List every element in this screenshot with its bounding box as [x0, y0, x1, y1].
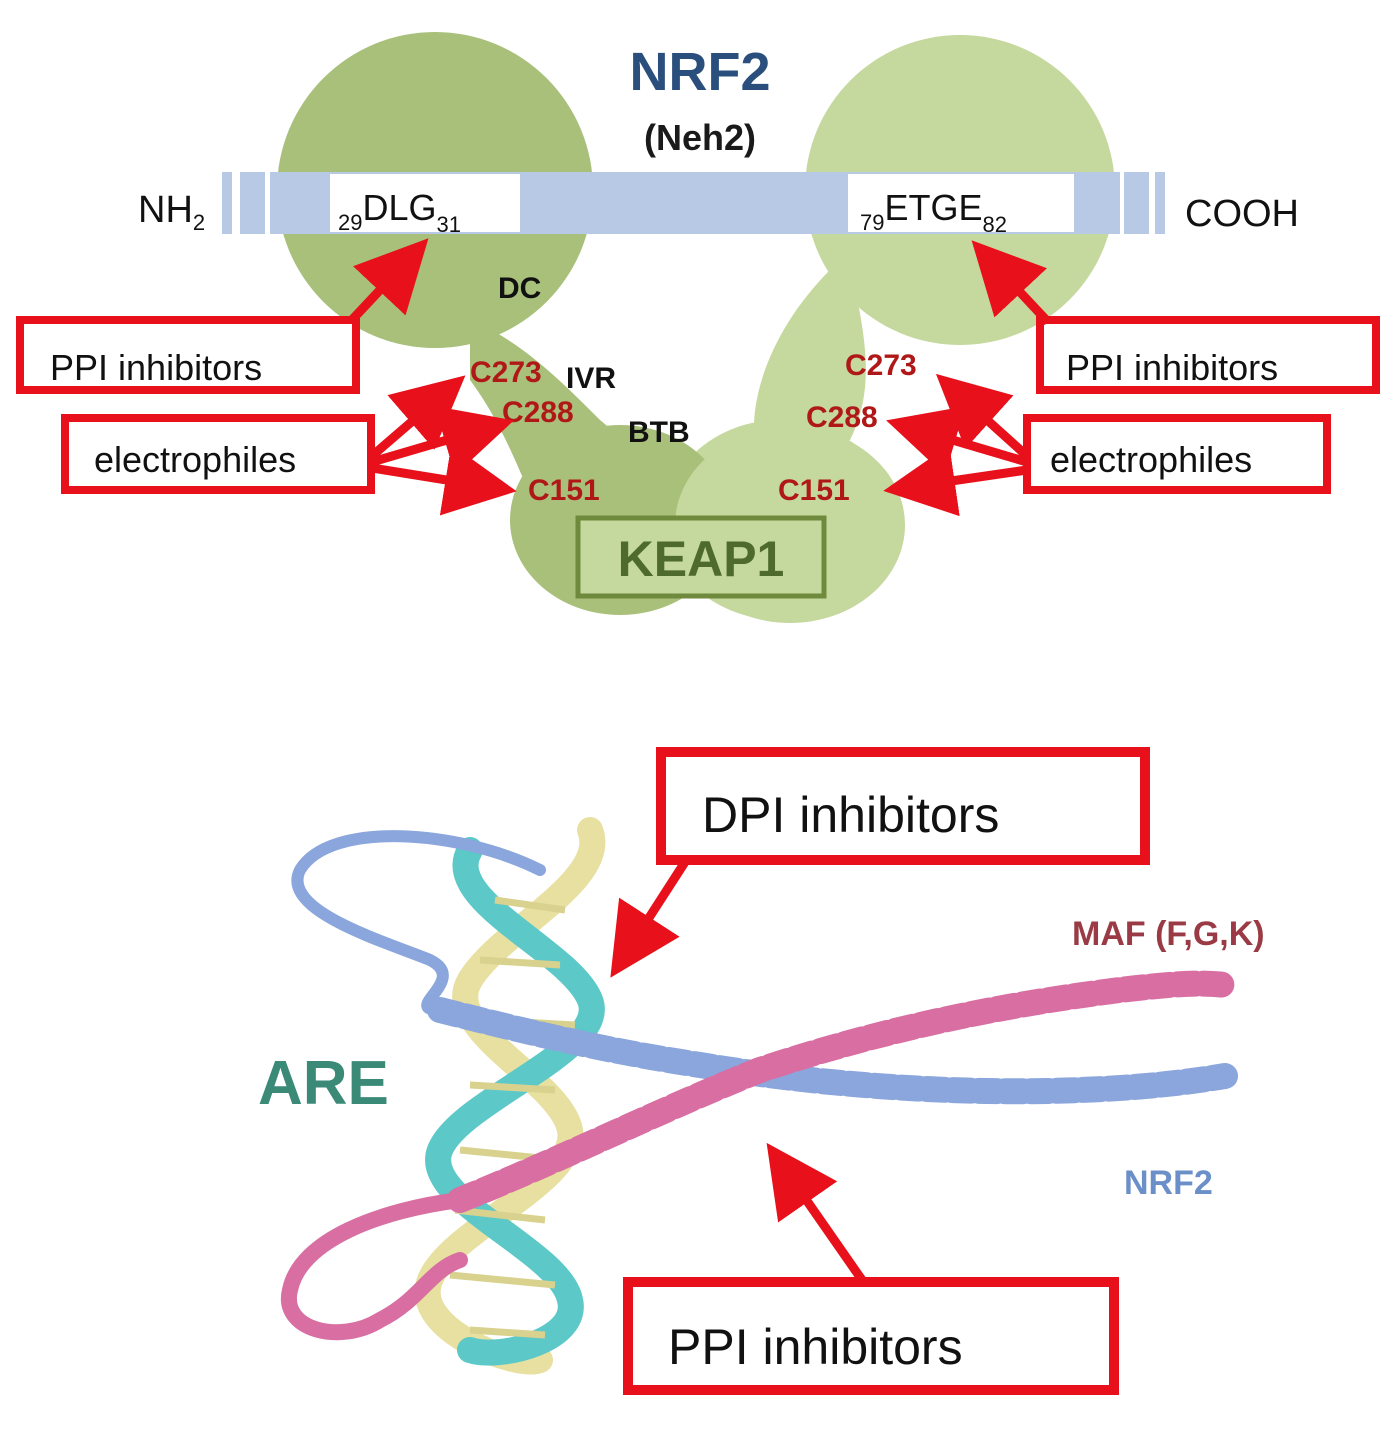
- cysteine-left-c273: C273: [470, 356, 542, 389]
- ppi-inhibitors-right-box: [1036, 316, 1380, 394]
- keap1-label: KEAP1: [618, 531, 785, 587]
- arrow-electrophiles-left-c273: [369, 375, 466, 460]
- nrf2-helix-label: NRF2: [1124, 1164, 1213, 1202]
- cysteine-right-c273: C273: [845, 349, 917, 382]
- ppi-inhibitors-bottom-label: PPI inhibitors: [668, 1319, 963, 1375]
- nrf2-title: NRF2: [629, 42, 770, 102]
- c-terminus-label: COOH: [1185, 193, 1299, 235]
- maf-label: MAF (F,G,K): [1072, 915, 1265, 953]
- are-dna-base-pairs: [449, 896, 576, 1339]
- btb-domain-label: BTB: [628, 416, 690, 449]
- keap1-label-box: [575, 515, 827, 599]
- arrow-ppi-left-to-dlg: [346, 238, 429, 326]
- arrow-dpi-to-dna: [610, 859, 689, 978]
- nrf2-neh2-bar: [222, 172, 1165, 234]
- dlg-motif-label: 29DLG31: [338, 187, 461, 237]
- are-dna-strand-cyan: [425, 837, 605, 1366]
- ppi-inhibitors-bottom-box: [623, 1277, 1119, 1395]
- ppi-inhibitors-left-label: PPI inhibitors: [50, 347, 262, 388]
- cysteine-left-c151: C151: [528, 474, 600, 507]
- bottom-arrows: [610, 859, 866, 1283]
- etge-motif-label: 79ETGE82: [860, 187, 1007, 237]
- dc-domain-label: DC: [498, 272, 541, 305]
- arrow-electrophiles-right-c151: [883, 444, 1028, 517]
- nrf2-helix-loop: [291, 830, 546, 1016]
- cysteine-right-c288: C288: [806, 401, 878, 434]
- n-terminus-label: NH2: [138, 189, 205, 235]
- are-label: ARE: [258, 1049, 389, 1118]
- electrophiles-left-label: electrophiles: [94, 439, 296, 480]
- neh2-subtitle: (Neh2): [644, 117, 756, 158]
- etge-motif-box: [848, 174, 1074, 232]
- dlg-motif-box: [330, 174, 520, 232]
- ivr-domain-label: IVR: [566, 362, 616, 395]
- maf-helix-loop: [280, 1192, 468, 1341]
- arrow-electrophiles-left-c288: [370, 406, 514, 476]
- arrow-electrophiles-right-c288: [886, 406, 1029, 476]
- arrow-ppi-right-to-etge: [971, 240, 1052, 326]
- arrow-electrophiles-right-c273: [935, 373, 1031, 460]
- electrophiles-right-label: electrophiles: [1050, 439, 1252, 480]
- cysteine-left-c288: C288: [502, 396, 574, 429]
- dpi-inhibitors-box: [656, 747, 1150, 865]
- maf-helix: [447, 970, 1238, 1213]
- dna-protein-structure: [280, 817, 1238, 1375]
- dpi-inhibitors-label: DPI inhibitors: [702, 787, 999, 843]
- arrow-ppi-to-helices: [766, 1142, 866, 1283]
- nrf2-helix: [427, 997, 1238, 1105]
- arrow-electrophiles-left-c151: [371, 444, 517, 516]
- ppi-inhibitors-left-box: [16, 316, 360, 394]
- top-arrows: [346, 238, 1052, 517]
- ppi-inhibitors-right-label: PPI inhibitors: [1066, 347, 1278, 388]
- cysteine-right-c151: C151: [778, 474, 850, 507]
- electrophiles-left-box: [61, 414, 375, 494]
